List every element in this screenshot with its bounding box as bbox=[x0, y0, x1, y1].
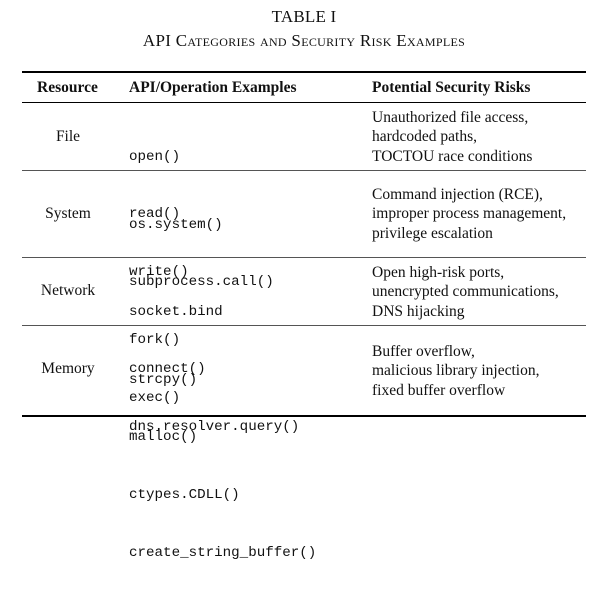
risk-item: Unauthorized file access, bbox=[372, 109, 529, 126]
api-item: malloc() bbox=[129, 429, 198, 446]
header-rule bbox=[22, 102, 586, 103]
risk-item: Open high-risk ports, bbox=[372, 264, 505, 281]
risk-item: improper process management, bbox=[372, 205, 567, 223]
api-item: socket.bind bbox=[129, 303, 223, 320]
top-rule bbox=[22, 71, 586, 73]
api-cell: strcpy() malloc() ctypes.CDLL() create_s… bbox=[129, 332, 316, 602]
resource-cell: Memory bbox=[41, 360, 95, 377]
api-item: read() bbox=[129, 206, 181, 223]
api-cell: open() read() write() bbox=[129, 109, 189, 321]
risk-item: privilege escalation bbox=[372, 224, 493, 242]
resource-cell: File bbox=[55, 128, 81, 145]
api-item: open() bbox=[129, 148, 181, 165]
risk-item: DNS hijacking bbox=[372, 302, 465, 320]
api-item: exec() bbox=[129, 390, 181, 407]
api-item: ctypes.CDLL() bbox=[129, 487, 240, 504]
resource-cell: System bbox=[45, 205, 91, 222]
risk-item: TOCTOU race conditions bbox=[372, 147, 533, 165]
risk-item: fixed buffer overflow bbox=[372, 381, 506, 399]
api-item: create_string_buffer() bbox=[129, 545, 317, 562]
api-item: connect() bbox=[129, 361, 206, 378]
risk-item: malicious library injection, bbox=[372, 362, 540, 380]
row-separator bbox=[22, 170, 586, 171]
header-api-examples: API/Operation Examples bbox=[129, 79, 297, 96]
table-title: API Categories and Security Risk Example… bbox=[142, 31, 466, 50]
risk-item: unencrypted communications, bbox=[372, 283, 559, 301]
header-resource: Resource bbox=[37, 79, 98, 96]
row-separator bbox=[22, 257, 586, 258]
api-item: os.system() bbox=[129, 216, 223, 233]
risk-cell: Command injection (RCE), improper proces… bbox=[372, 185, 566, 243]
risk-cell: Open high-risk ports, unencrypted commun… bbox=[372, 263, 559, 321]
risk-cell: Buffer overflow, malicious library injec… bbox=[372, 342, 539, 400]
risk-item: hardcoded paths, bbox=[372, 128, 478, 146]
risk-cell: Unauthorized file access, hardcoded path… bbox=[372, 108, 532, 166]
resource-cell: Network bbox=[40, 282, 96, 299]
api-item: fork() bbox=[129, 332, 181, 349]
bottom-rule bbox=[22, 415, 586, 417]
risk-item: Buffer overflow, bbox=[372, 343, 475, 360]
risk-item: Command injection (RCE), bbox=[372, 186, 543, 203]
row-separator bbox=[22, 325, 586, 326]
api-item: subprocess.call() bbox=[129, 274, 274, 291]
api-cell: os.system() subprocess.call() fork() exe… bbox=[129, 177, 274, 447]
header-security-risks: Potential Security Risks bbox=[372, 79, 531, 96]
table-number: TABLE I bbox=[271, 7, 337, 26]
api-item: strcpy() bbox=[129, 371, 198, 388]
api-item: write() bbox=[129, 264, 189, 281]
